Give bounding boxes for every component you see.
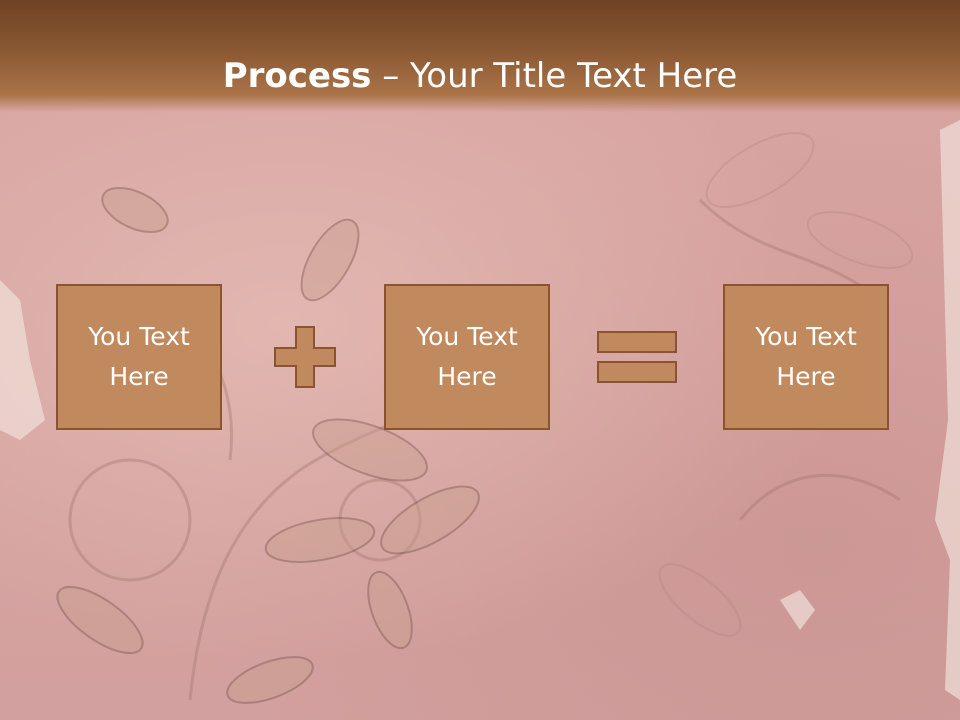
equals-icon xyxy=(597,331,677,383)
box-line-1: You Text xyxy=(416,322,518,351)
slide-title[interactable]: Process – Your Title Text Here xyxy=(0,54,960,98)
title-bar xyxy=(0,0,960,112)
box-line-2: Here xyxy=(437,362,497,391)
title-text: – Your Title Text Here xyxy=(371,56,738,96)
box-line-1: You Text xyxy=(88,322,190,351)
process-box-3[interactable]: You Text Here xyxy=(723,284,889,430)
title-emphasis: Process xyxy=(222,56,372,96)
box-line-2: Here xyxy=(776,362,836,391)
box-line-1: You Text xyxy=(755,322,857,351)
process-box-1[interactable]: You Text Here xyxy=(56,284,222,430)
plus-icon xyxy=(274,326,336,388)
box-line-2: Here xyxy=(109,362,169,391)
process-box-2[interactable]: You Text Here xyxy=(384,284,550,430)
